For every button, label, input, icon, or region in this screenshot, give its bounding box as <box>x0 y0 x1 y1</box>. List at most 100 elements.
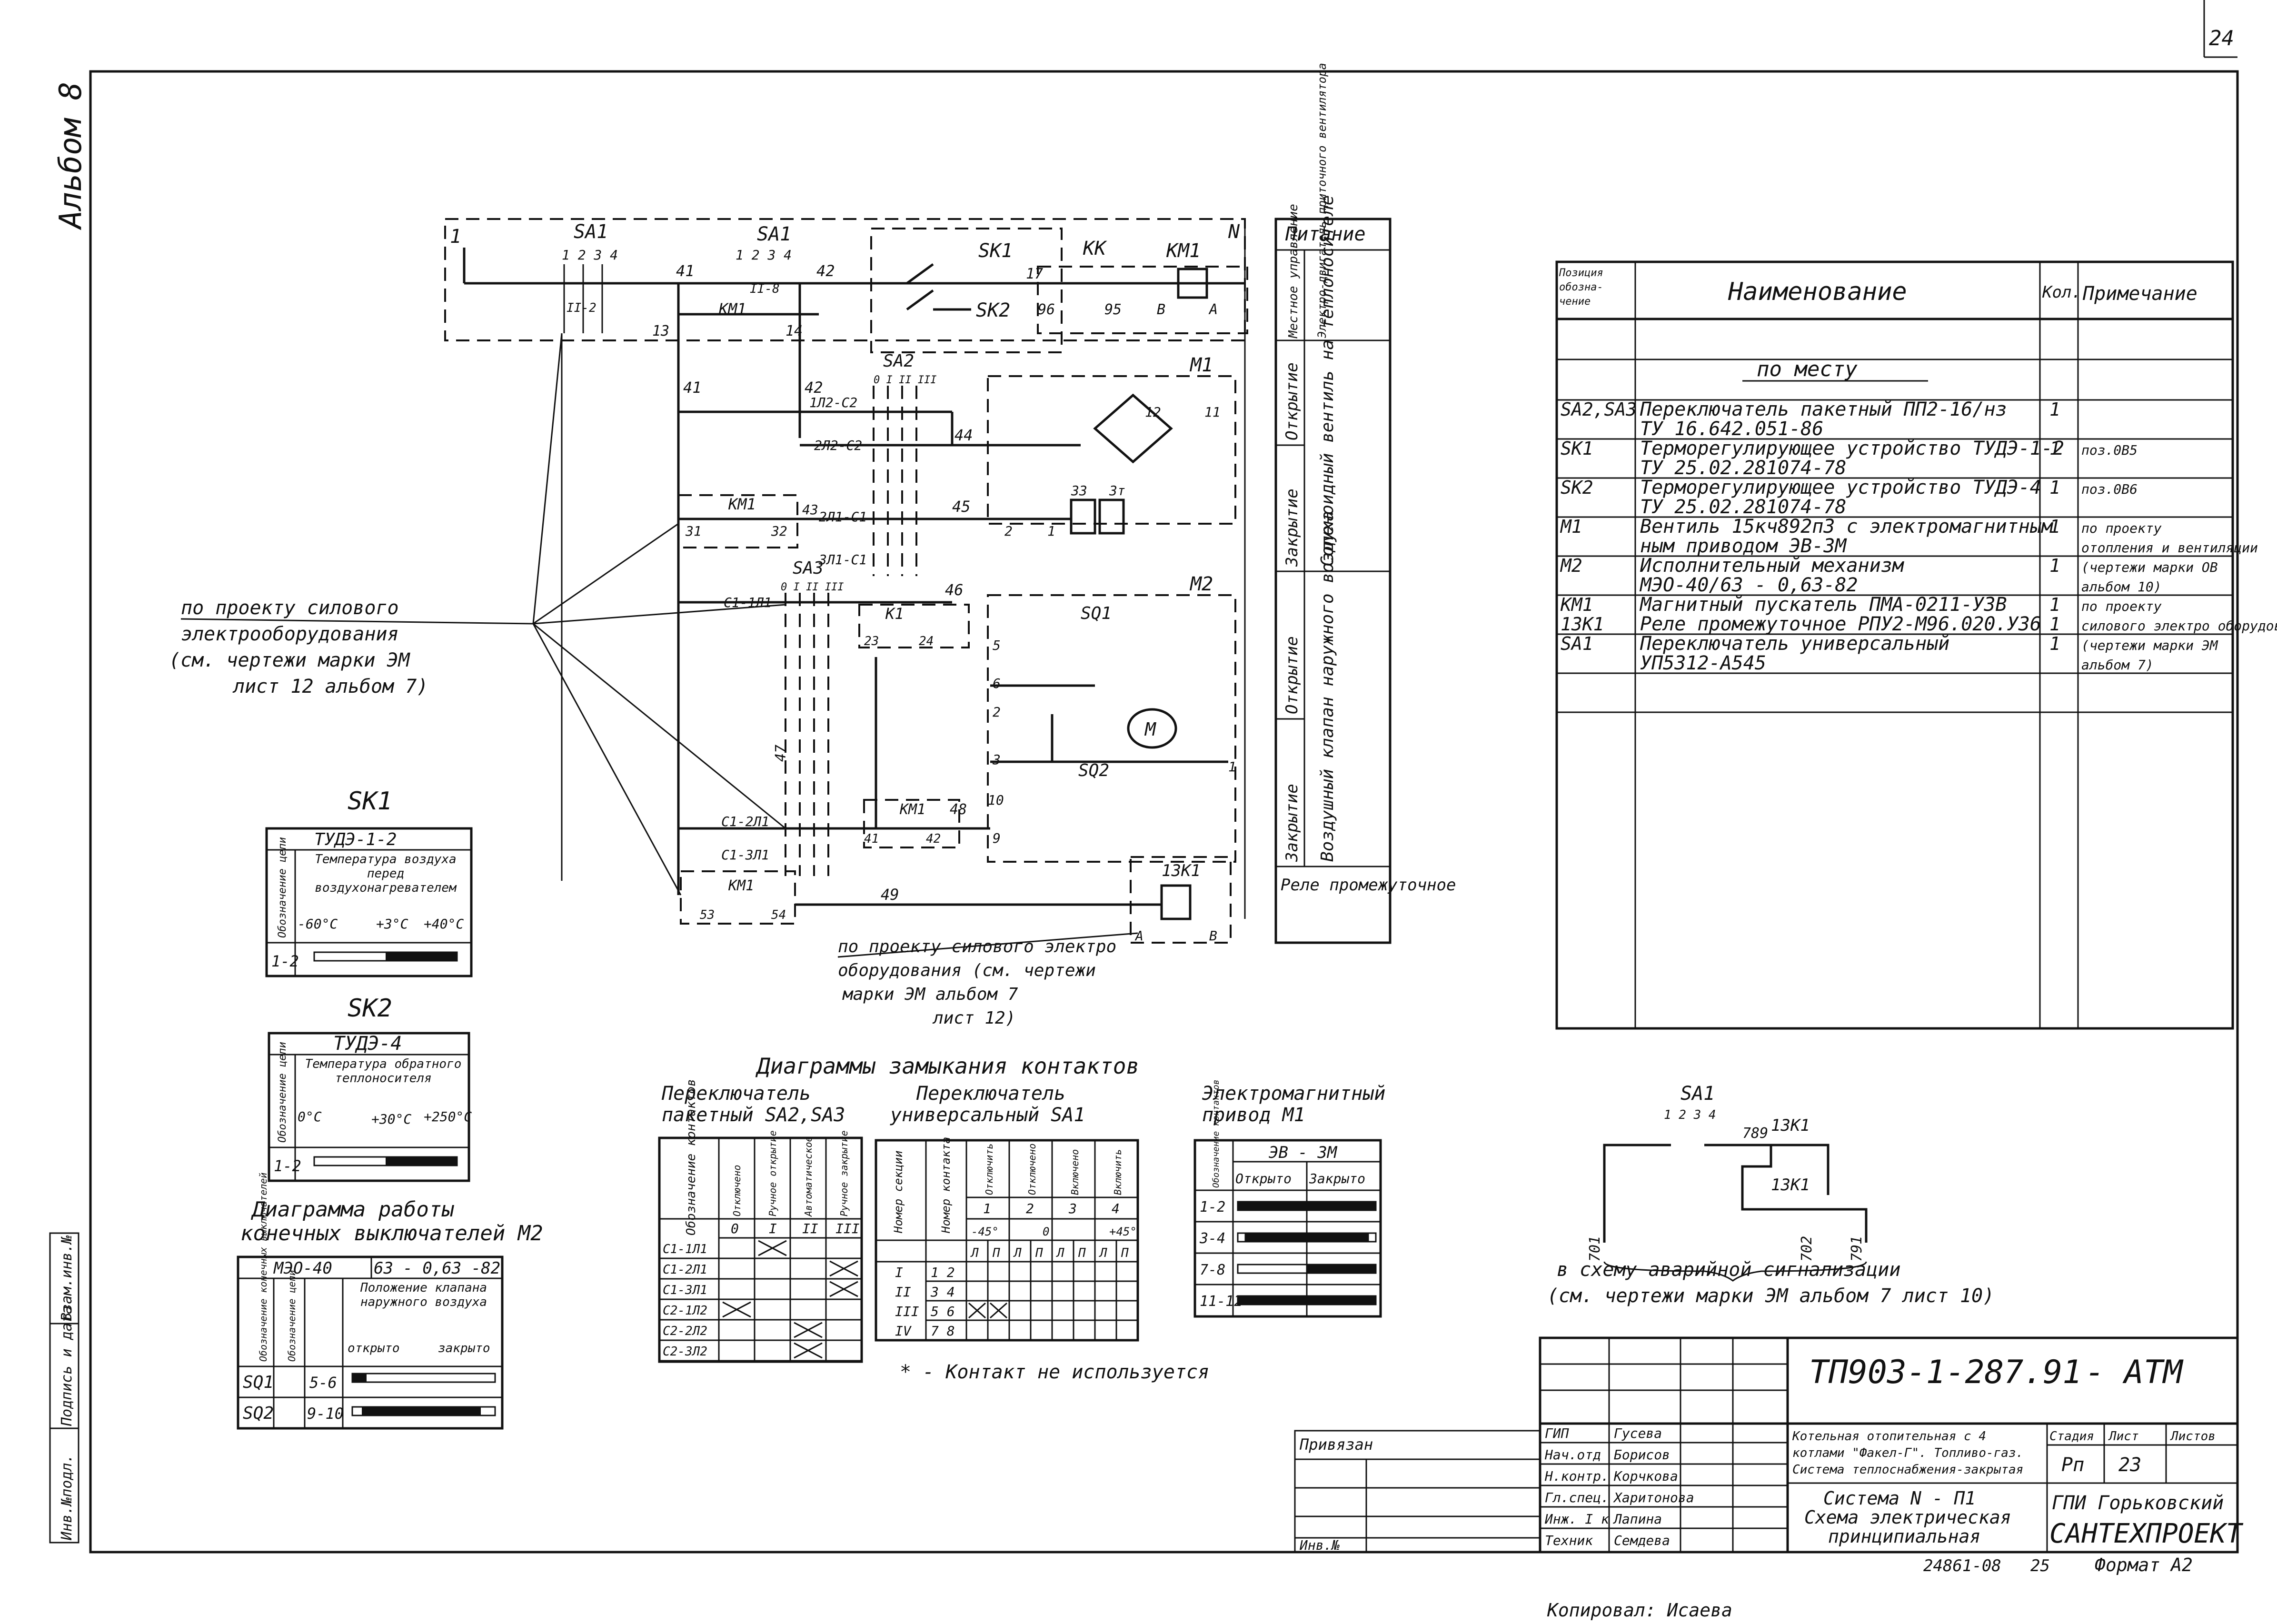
sa1-cross <box>990 1302 1007 1319</box>
spec-name: Магнитный пускатель ПМА-0211-У3В <box>1639 594 2007 616</box>
sa23-pos-1: I <box>769 1221 777 1236</box>
sa1-title-1: Переключатель <box>916 1083 1065 1105</box>
col-fan-motor: Электро-двигатель приточного вентилятора <box>1315 63 1329 338</box>
sk2-diagram: SK2 ТУДЭ-4 Обозначение цепи Температура … <box>268 994 472 1182</box>
km1-d-label: KM1 <box>728 877 754 894</box>
spec-name: Реле промежуточное РПУ2-М96.020.У36 <box>1640 613 2041 635</box>
tb-role: Н.контр. <box>1544 1468 1609 1484</box>
note-power-line2: электрооборудования <box>181 623 399 645</box>
col-close-2: Закрытие <box>1283 784 1302 862</box>
sq1-label: SQ1 <box>1081 604 1112 623</box>
sheet-frame: 24 Альбом 8 <box>53 0 2239 1554</box>
note2-line4: лист 12) <box>932 1008 1015 1028</box>
tb-name: Лапина <box>1613 1511 1662 1527</box>
m2-label: M2 <box>1189 573 1213 595</box>
spec-qty: 1 <box>2049 594 2060 615</box>
tb-name: Семдева <box>1614 1533 1670 1548</box>
m2-closed: закрыто <box>438 1341 490 1355</box>
sk1-title: SK1 <box>348 787 392 816</box>
col-open-2: Открытие <box>1283 636 1302 714</box>
sa2-label: SA2 <box>883 351 914 371</box>
sk1-temp-mid: +3°C <box>376 916 408 932</box>
sa23-cross <box>794 1322 823 1338</box>
m1-33: 33 <box>1071 483 1087 498</box>
spec-name: ТУ 25.02.281074-78 <box>1640 496 1846 518</box>
km1-41: 41 <box>864 832 879 846</box>
sa1-lp: Л <box>970 1246 979 1260</box>
wire-17: 17 <box>1026 266 1043 282</box>
terminal-1: 1 <box>450 226 461 248</box>
m2-row1-sq: SQ1 <box>243 1373 274 1392</box>
alarm-note-1: в схему аварийной сигнализации <box>1557 1259 1900 1281</box>
km1-54: 54 <box>771 908 786 922</box>
alarm-contacts: 1 2 3 4 <box>1664 1108 1716 1122</box>
sa23-diagram: Переключатель пакетный SA2,SA3 Обозначен… <box>658 1079 863 1363</box>
sk2-device: ТУДЭ-4 <box>333 1033 402 1055</box>
spec-note: по проекту <box>2081 598 2162 614</box>
left-stamp: Инв.№подл. Подпись и дата Взам.инв.№ <box>49 1232 80 1544</box>
m1-11: 11 <box>1204 404 1221 420</box>
m2-open: открыто <box>348 1341 400 1355</box>
spec-name: Переключатель универсальный <box>1640 633 1949 655</box>
note-power-line4: лист 12 альбом 7) <box>232 676 428 697</box>
node-1: 1 <box>1228 759 1236 775</box>
sa23-pos-2: II <box>802 1221 818 1236</box>
sheets-header: Листов <box>2170 1429 2216 1444</box>
sa23-row-label: С1-1Л1 <box>663 1242 707 1256</box>
stage-value: Рп <box>2061 1454 2084 1476</box>
tb-role: Техник <box>1545 1533 1593 1548</box>
sk2-title: SK2 <box>348 994 392 1023</box>
m1-device: ЭВ - 3М <box>1269 1143 1338 1162</box>
doc-code: ТП903-1-287.91 <box>1809 1354 2082 1391</box>
m1-title-2: привод М1 <box>1202 1104 1305 1126</box>
bottom-number: 24861-08 <box>1923 1556 2001 1575</box>
col-power: Питание <box>1285 223 1366 245</box>
col-open-1: Открытие <box>1283 362 1302 440</box>
wire-48: 48 <box>950 801 967 818</box>
sa3-label: SA3 <box>793 558 824 578</box>
spec-pos: SK2 <box>1561 477 1593 498</box>
spec-name: ТУ 16.642.051-86 <box>1640 418 1823 440</box>
inv-label: Инв.№ <box>1299 1537 1340 1553</box>
spec-pos: М2 <box>1560 555 1582 576</box>
stamp-inv-podl: Инв.№подл. <box>59 1454 75 1541</box>
m1-bridge <box>1093 393 1173 464</box>
km1-53: 53 <box>700 908 715 922</box>
alarm-note-2: (см. чертежи марки ЭМ альбом 7 лист 10) <box>1547 1285 1994 1307</box>
tb-role: Инж. I к <box>1544 1511 1609 1527</box>
footnote: * - Контакт не используется <box>900 1361 1209 1383</box>
sa1-pos: 4 <box>1112 1201 1120 1216</box>
sa1-pos: 1 <box>983 1201 991 1216</box>
13k1-label: 13K1 <box>1162 861 1201 880</box>
node-10: 10 <box>988 792 1004 808</box>
sa23-col0: Обозначение контактов <box>684 1079 698 1235</box>
sa1-section: II <box>895 1284 911 1300</box>
binding-label: Привязан <box>1299 1435 1373 1454</box>
neutral-label: N <box>1228 221 1240 243</box>
m1-bar <box>1244 1233 1369 1242</box>
sa1-hdr: Включить <box>1112 1149 1124 1195</box>
sa1-angle: 0 <box>1043 1225 1049 1238</box>
note-power: по проекту силового электрооборудования … <box>169 597 534 697</box>
wire-42b: 42 <box>805 379 823 397</box>
spec-h-pos2: обозна- <box>1559 281 1603 293</box>
sk1-device: ТУДЭ-1-2 <box>314 830 397 849</box>
m1-open: Открыто <box>1235 1171 1292 1186</box>
sa1-lp: Л <box>1056 1246 1064 1260</box>
stamp-signature-date: Подпись и дата <box>59 1305 75 1426</box>
spec-qty: 1 <box>2049 477 2060 498</box>
node-2b: 2 <box>1004 523 1013 539</box>
k1-23: 23 <box>864 634 879 648</box>
sa1-section: IV <box>895 1323 912 1339</box>
sheet-title-3: принципиальная <box>1828 1526 1980 1547</box>
sk2-header: Температура обратного теплоносителя <box>305 1057 462 1086</box>
sa23-cross <box>722 1301 751 1318</box>
alarm-sa1: SA1 <box>1680 1083 1715 1105</box>
spec-note: силового электро оборудования <box>2081 618 2277 634</box>
sa1-pos: 3 <box>1068 1201 1077 1216</box>
m2-col2: Обозначение цепи <box>286 1270 298 1362</box>
km1-coil-label: KM1 <box>1166 240 1201 262</box>
alarm-13k1-a: 13K1 <box>1771 1116 1810 1135</box>
sa23-hdr-3: Ручное закрытие <box>838 1130 850 1216</box>
sa1-lp: Л <box>1013 1246 1022 1260</box>
